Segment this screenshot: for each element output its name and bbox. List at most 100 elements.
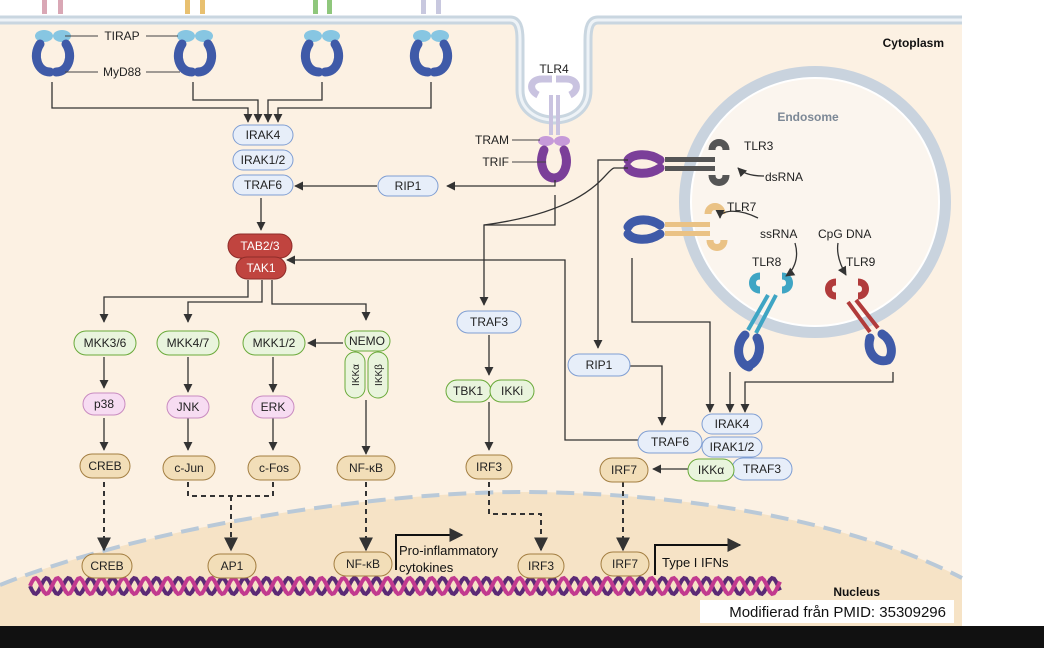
node-traf6-left: TRAF6 (232, 174, 294, 196)
svg-text:CREB: CREB (90, 559, 123, 573)
tlr8-label: TLR8 (752, 255, 782, 269)
svg-text:IKKβ: IKKβ (374, 364, 385, 386)
tlr-dimer-2 (173, 0, 217, 77)
node-rip1-top: RIP1 (377, 175, 439, 197)
extracellular-space (0, 0, 962, 120)
svg-text:IRAK1/2: IRAK1/2 (710, 440, 755, 454)
svg-text:RIP1: RIP1 (586, 358, 613, 372)
pathway-nodes: IRAK4 IRAK1/2 TRAF6 RIP1 TRAF3 RIP1 TRAF… (73, 124, 793, 579)
node-cjun: c-Jun (162, 455, 216, 481)
node-irak4-right: IRAK4 (701, 413, 763, 435)
svg-text:NF-κB: NF-κB (349, 461, 383, 475)
svg-text:TBK1: TBK1 (453, 384, 483, 398)
svg-text:IRF7: IRF7 (611, 463, 637, 477)
svg-text:IRF3: IRF3 (476, 460, 502, 474)
node-ikkb: IKKβ (367, 351, 389, 399)
svg-text:IRF3: IRF3 (528, 559, 554, 573)
pathway-arrows (51, 82, 894, 474)
proinflammatory-label-line1: Pro-inflammatory (399, 543, 498, 558)
svg-text:TRAF3: TRAF3 (743, 462, 781, 476)
svg-text:IRAK4: IRAK4 (246, 128, 281, 142)
svg-text:IKKi: IKKi (501, 384, 523, 398)
svg-text:NEMO: NEMO (349, 334, 385, 348)
svg-text:TRAF6: TRAF6 (244, 178, 282, 192)
node-mkk12: MKK1/2 (242, 330, 306, 356)
node-ikka-right: IKKα (687, 458, 735, 482)
tlr9-receptor (825, 278, 896, 366)
node-nemo: NEMO (344, 330, 391, 352)
node-irak4-left: IRAK4 (232, 124, 294, 146)
tlr9-label: TLR9 (846, 255, 876, 269)
node-cfos: c-Fos (247, 455, 301, 481)
tirap-label: TIRAP (104, 29, 139, 43)
transcription-arrows (395, 528, 742, 575)
source-backdrop (700, 600, 954, 623)
dsrna-label: dsRNA (765, 170, 803, 184)
node-tbk1: TBK1 (445, 379, 492, 403)
tlr4-label: TLR4 (539, 62, 569, 76)
tlr8-receptor (734, 272, 793, 372)
svg-text:AP1: AP1 (221, 559, 244, 573)
endosome-label: Endosome (777, 110, 839, 124)
svg-text:ERK: ERK (261, 400, 286, 414)
source-citation: Modifierad från PMID: 35309296 (729, 604, 946, 621)
svg-text:TAK1: TAK1 (246, 261, 275, 275)
nuclear-envelope (0, 489, 963, 587)
adaptor-labels: TIRAP MyD88 TRAM TRIF TLR4 TLR3 dsRNA TL… (65, 29, 876, 269)
svg-text:IRAK4: IRAK4 (715, 417, 750, 431)
tlr-dimer-3 (300, 0, 344, 77)
svg-text:IRF7: IRF7 (612, 557, 638, 571)
svg-text:p38: p38 (94, 397, 114, 411)
cytoplasm-label: Cytoplasm (883, 36, 944, 50)
ssrna-label: ssRNA (760, 227, 797, 241)
endosome-membrane-inner (690, 77, 940, 327)
svg-text:TRAF6: TRAF6 (651, 435, 689, 449)
dna-helix (28, 575, 782, 597)
svg-text:MKK4/7: MKK4/7 (167, 336, 210, 350)
node-nfkb: NF-κB (336, 455, 396, 481)
node-rip1-right: RIP1 (567, 353, 631, 377)
node-ikki: IKKi (489, 379, 535, 403)
svg-text:MKK1/2: MKK1/2 (253, 336, 296, 350)
node-creb: CREB (79, 453, 131, 479)
tlr4-receptor (528, 75, 580, 183)
trif-label: TRIF (482, 155, 509, 169)
svg-text:NF-κB: NF-κB (346, 557, 380, 571)
nuclear-nfkb: NF-κB (333, 551, 393, 577)
svg-text:RIP1: RIP1 (395, 179, 422, 193)
node-traf6-right: TRAF6 (637, 430, 703, 454)
tram-label: TRAM (475, 133, 509, 147)
node-jnk: JNK (166, 395, 210, 419)
tlr7-label: TLR7 (727, 200, 757, 214)
myd88-label: MyD88 (103, 65, 141, 79)
svg-text:IRAK1/2: IRAK1/2 (241, 153, 286, 167)
tlr3-label: TLR3 (744, 139, 774, 153)
tlr7-receptor (623, 203, 728, 251)
cpg-dna-label: CpG DNA (818, 227, 871, 241)
node-irak12-left: IRAK1/2 (232, 149, 294, 171)
node-irf7: IRF7 (599, 457, 649, 483)
nucleus-label: Nucleus (833, 585, 880, 599)
node-irf3: IRF3 (465, 454, 513, 480)
nuclear-irf7: IRF7 (600, 551, 650, 577)
node-p38: p38 (82, 392, 126, 416)
dna-strand-b (28, 575, 782, 597)
membrane-tlr-dimers (31, 0, 453, 77)
node-irak12-right: IRAK1/2 (701, 436, 763, 458)
node-ikka-left: IKKα (344, 351, 366, 399)
tlr-dimer-1 (31, 0, 75, 77)
node-tak1: TAK1 (235, 256, 287, 280)
nuclear-creb: CREB (81, 553, 133, 579)
node-mkk47: MKK4/7 (156, 330, 220, 356)
bottom-bar (0, 626, 1044, 648)
nuclear-ap1: AP1 (207, 553, 257, 579)
plasma-membrane-inner (0, 18, 962, 122)
node-traf3-right: TRAF3 (731, 457, 793, 481)
node-tab23: TAB2/3 (227, 233, 293, 259)
node-traf3-mid: TRAF3 (456, 310, 522, 334)
type-i-ifn-label: Type I IFNs (662, 555, 729, 570)
svg-text:c-Jun: c-Jun (174, 461, 203, 475)
tlr-dimer-4 (409, 0, 453, 77)
svg-text:IKKα: IKKα (351, 364, 362, 386)
